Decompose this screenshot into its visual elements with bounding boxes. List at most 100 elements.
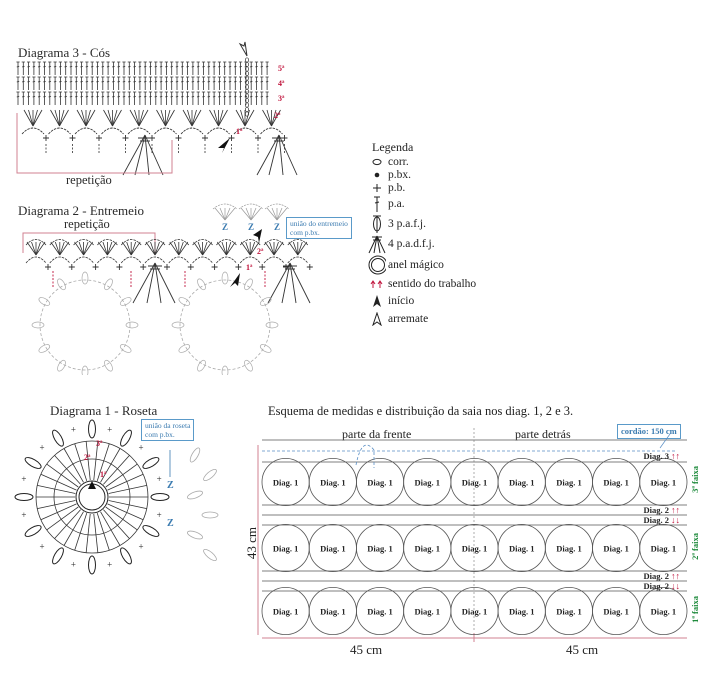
cluster-petal [52, 547, 64, 565]
single-crochet-stitch [175, 135, 182, 141]
diagram3-chart [16, 41, 298, 176]
double-crochet-stitch [95, 61, 100, 75]
sc-mark: + [40, 443, 45, 453]
rosette-label: Diag. 1 [556, 544, 582, 554]
double-crochet-stitch [74, 91, 78, 105]
cluster-leg [278, 134, 284, 176]
fan-stitch [107, 241, 117, 256]
double-crochet-stitch [90, 61, 94, 75]
double-crochet-stitch [111, 91, 115, 105]
legend-item: anel mágico [368, 254, 476, 276]
fan-stitch [271, 109, 277, 127]
spoke-stitch [61, 506, 79, 520]
fan-stitch [54, 109, 60, 127]
cluster-petal [120, 429, 132, 447]
double-crochet-stitch [27, 76, 31, 90]
chain-oval [245, 106, 249, 113]
spoke-stitch [96, 460, 105, 481]
spoke-stitch [93, 459, 97, 481]
sc-mark: + [157, 474, 162, 484]
width-label-back: 45 cm [566, 642, 599, 657]
fan-stitch [59, 109, 65, 127]
chain-arc [154, 127, 177, 135]
cluster-petal [14, 493, 34, 501]
diagram2-title: Diagrama 2 - Entremeio [18, 203, 144, 218]
double-crochet-stitch [244, 76, 248, 90]
rosette-label: Diag. 1 [462, 544, 488, 554]
double-crochet-stitch [196, 76, 200, 90]
double-crochet-stitch [249, 76, 253, 90]
cluster-petal [88, 555, 96, 575]
diagram2-repeat-label: repetição [64, 217, 110, 231]
petal-faint [221, 365, 229, 375]
double-crochet-stitch [207, 61, 211, 75]
double-crochet-stitch [207, 91, 211, 105]
skirt-scheme: Diag. 1 Diag. 1 Diag. 1 Diag. 1 Diag. 1 Diag.… [257, 428, 688, 642]
double-crochet-stitch [85, 61, 89, 75]
fan-stitch [26, 241, 37, 256]
diagram1-title: Diagrama 1 - Roseta [50, 403, 158, 418]
d3-row-1: 1ª [236, 127, 243, 136]
fan-stitch [187, 109, 193, 127]
chain-arc [73, 256, 94, 264]
double-crochet-stitch [154, 91, 158, 105]
double-crochet-stitch [85, 76, 89, 90]
fan-stitch-faint [250, 207, 257, 221]
d1-row-2: 2ª [84, 453, 91, 462]
double-crochet-icon [368, 195, 386, 213]
double-crochet-stitch [127, 76, 131, 90]
rosette-label: Diag. 1 [320, 544, 346, 554]
direction-arrows-icon [368, 280, 386, 288]
rosette-label: Diag. 1 [509, 478, 535, 488]
chain-arc [207, 127, 230, 135]
double-crochet-stitch [138, 91, 142, 105]
spoke-stitch [40, 473, 58, 482]
fan-stitch [178, 241, 189, 256]
fan-stitch [145, 241, 156, 256]
petal-faint [81, 271, 89, 285]
fan-stitch [83, 241, 89, 256]
single-crochet-stitch [211, 264, 218, 270]
fan-stitch [160, 109, 166, 127]
double-crochet-stitch [233, 61, 237, 75]
chain-arc [180, 127, 204, 135]
petal-faint [244, 278, 253, 291]
fan-stitch [154, 241, 160, 256]
double-crochet-stitch [196, 61, 200, 75]
spoke-stitch [129, 504, 147, 510]
double-crochet-stitch [101, 91, 105, 105]
fan-stitch [240, 241, 251, 256]
spoke-stitch [63, 448, 74, 465]
fan-stitch-faint [271, 207, 278, 221]
petal-faint [31, 321, 45, 329]
legend-item-label: 4 p.a.d.f.j. [388, 238, 435, 250]
stripe-label: Diag. 2 [644, 515, 670, 525]
fan-stitch [150, 241, 156, 256]
fan-stitch [98, 241, 108, 256]
rosette-label: Diag. 1 [603, 478, 629, 488]
petal-faint [178, 344, 191, 353]
double-crochet-stitch [64, 61, 68, 75]
double-crochet-stitch [111, 61, 115, 75]
double-crochet-stitch [191, 76, 195, 90]
sc-mark: + [157, 510, 162, 520]
cluster-petal [142, 457, 160, 469]
sc-mark: + [71, 560, 76, 570]
chain-arc [233, 127, 257, 135]
double-crochet-stitch [212, 91, 216, 105]
double-crochet-stitch [170, 61, 174, 75]
double-crochet-stitch [244, 61, 248, 75]
fan-stitch-faint [240, 207, 252, 221]
double-crochet-stitch [58, 91, 62, 105]
double-crochet-stitch [32, 91, 36, 105]
double-crochet-stitch [228, 76, 232, 90]
rosette-circle [639, 586, 688, 636]
cluster-petal [88, 419, 96, 439]
rosette-label: Diag. 1 [320, 607, 346, 617]
double-crochet-stitch [101, 61, 105, 75]
chain-arc [192, 256, 213, 264]
single-crochet-plus-icon [368, 183, 386, 193]
spoke-stitch [61, 474, 79, 488]
start-arrowhead-icon [253, 229, 262, 243]
fan-stitch [156, 109, 166, 127]
